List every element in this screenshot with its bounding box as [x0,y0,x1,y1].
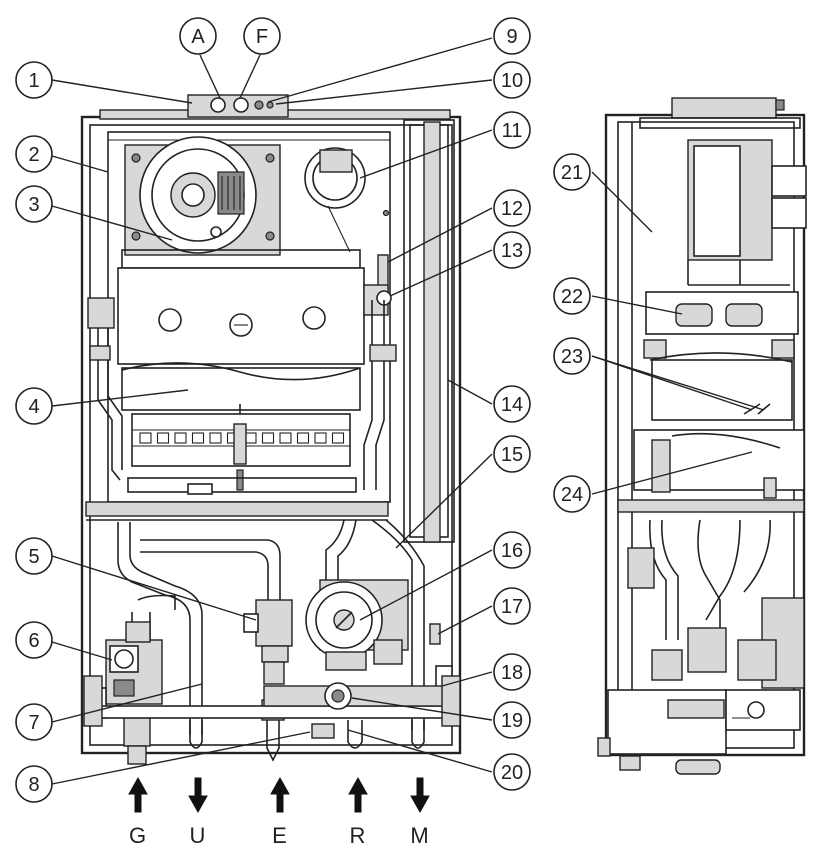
pressure-switch-icon [304,147,366,253]
arrow-down-icon [410,777,430,814]
connection-u: U [188,777,208,848]
svg-text:12: 12 [501,198,523,220]
arrow-down-icon [188,777,208,814]
callout-8: 8 [15,765,53,803]
burner-slot [314,432,327,444]
side-exchanger [645,291,799,335]
connection-m: M [410,777,430,848]
svg-text:15: 15 [501,444,523,466]
fan-icon [124,136,281,256]
svg-text:9: 9 [506,26,517,48]
callout-4: 4 [15,387,53,425]
callout-24: 24 [553,475,591,513]
callout-21: 21 [553,153,591,191]
svg-text:20: 20 [501,762,523,784]
callout-6: 6 [15,621,53,659]
burner-slot [296,432,310,444]
leader-lines [51,37,765,785]
svg-text:1: 1 [28,70,39,92]
svg-text:10: 10 [501,70,523,92]
callout-22: 22 [553,277,591,315]
callout-f: F [243,17,281,55]
svg-text:E: E [272,823,288,848]
connection-r: R [348,776,368,848]
burner-slot [279,432,292,444]
diverter-valve [243,599,293,762]
svg-text:5: 5 [28,546,39,568]
lower-pipes [117,519,425,735]
connection-g: G [128,776,148,848]
manifold [97,705,449,719]
heat-exchanger [117,267,365,365]
svg-text:11: 11 [502,120,523,142]
svg-text:4: 4 [28,396,39,418]
callout-9: 9 [493,17,531,55]
svg-text:U: U [190,823,207,848]
burner-slot [209,432,222,444]
burner-slot [191,432,205,444]
callout-7: 7 [15,703,53,741]
front-view [80,94,462,765]
svg-text:3: 3 [28,194,39,216]
svg-text:2: 2 [28,144,39,166]
callout-20: 20 [493,753,531,791]
arrow-up-icon [128,776,148,813]
svg-text:23: 23 [561,346,583,368]
burner-slot [139,432,152,444]
burner-slot [331,432,345,444]
svg-text:24: 24 [561,484,583,506]
svg-text:16: 16 [501,540,523,562]
callout-11: 11 [493,111,531,149]
svg-text:7: 7 [28,712,39,734]
burner [131,404,351,491]
svg-text:14: 14 [501,394,523,416]
callout-17: 17 [493,587,531,625]
svg-text:G: G [129,823,147,848]
svg-text:F: F [256,26,268,48]
svg-text:A: A [191,26,205,48]
svg-text:8: 8 [28,774,39,796]
side-flue [671,97,777,119]
arrow-up-icon [348,776,368,813]
svg-text:18: 18 [501,662,523,684]
pump-icon [305,579,409,671]
svg-text:R: R [350,823,367,848]
svg-text:M: M [410,823,429,848]
svg-text:17: 17 [501,596,523,618]
callout-18: 18 [493,653,531,691]
callout-2: 2 [15,135,53,173]
callout-3: 3 [15,185,53,223]
callout-19: 19 [493,701,531,739]
burner-slot [156,432,170,444]
svg-text:13: 13 [501,240,523,262]
side-gas-valve [687,627,727,673]
callout-16: 16 [493,531,531,569]
callout-10: 10 [493,61,531,99]
callout-13: 13 [493,231,531,269]
callout-1: 1 [15,61,53,99]
arrow-up-icon [270,776,290,813]
svg-text:6: 6 [28,630,39,652]
svg-text:21: 21 [561,162,583,184]
flow-pipes [87,297,397,490]
side-view [597,97,807,775]
svg-text:19: 19 [501,710,523,732]
burner-slot [174,432,187,444]
callout-a: A [179,17,217,55]
connection-e: E [270,776,290,848]
svg-text:22: 22 [561,286,583,308]
callout-14: 14 [493,385,531,423]
callout-5: 5 [15,537,53,575]
burner-slot [261,432,275,444]
callout-15: 15 [493,435,531,473]
callout-12: 12 [493,189,531,227]
gas-cock [123,715,151,747]
callout-23: 23 [553,337,591,375]
